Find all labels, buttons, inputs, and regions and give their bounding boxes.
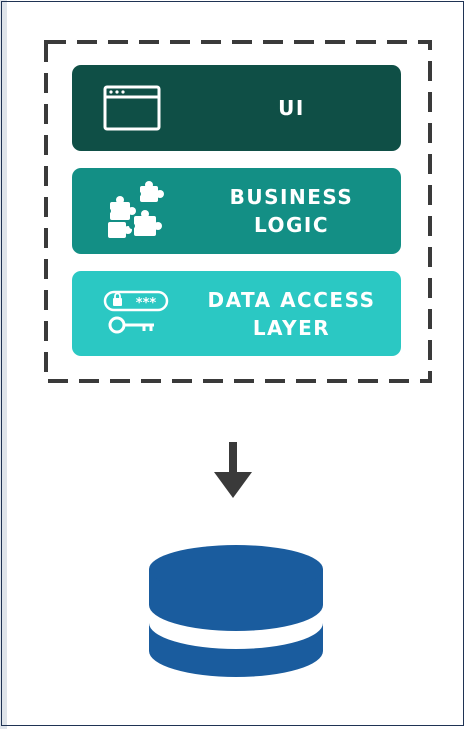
layer-business-logic: BUSINESS LOGIC bbox=[72, 168, 401, 254]
puzzle-pieces-icon bbox=[102, 180, 170, 246]
layer-ui: UI bbox=[72, 65, 401, 151]
layer-ui-label: UI bbox=[182, 94, 401, 122]
password-mask-text: *** bbox=[136, 296, 157, 311]
layer-business-logic-label: BUSINESS LOGIC bbox=[182, 183, 401, 239]
layer-business-logic-label-line-1: BUSINESS bbox=[229, 185, 354, 209]
left-edge-strip bbox=[0, 0, 7, 729]
layer-data-access-label-line-1: DATA ACCESS bbox=[207, 288, 376, 312]
layer-data-access: *** DATA ACCESS LAYER bbox=[72, 271, 401, 356]
layer-data-access-label: DATA ACCESS LAYER bbox=[182, 286, 401, 342]
layer-business-logic-label-line-2: LOGIC bbox=[253, 213, 330, 237]
browser-window-icon bbox=[102, 84, 162, 136]
database-icon bbox=[147, 543, 325, 683]
password-key-icon: *** bbox=[102, 289, 172, 343]
layer-data-access-label-line-2: LAYER bbox=[252, 316, 331, 340]
application-boundary bbox=[44, 40, 432, 383]
layer-ui-label-line-1: UI bbox=[278, 96, 305, 120]
down-arrow-icon bbox=[206, 440, 260, 506]
